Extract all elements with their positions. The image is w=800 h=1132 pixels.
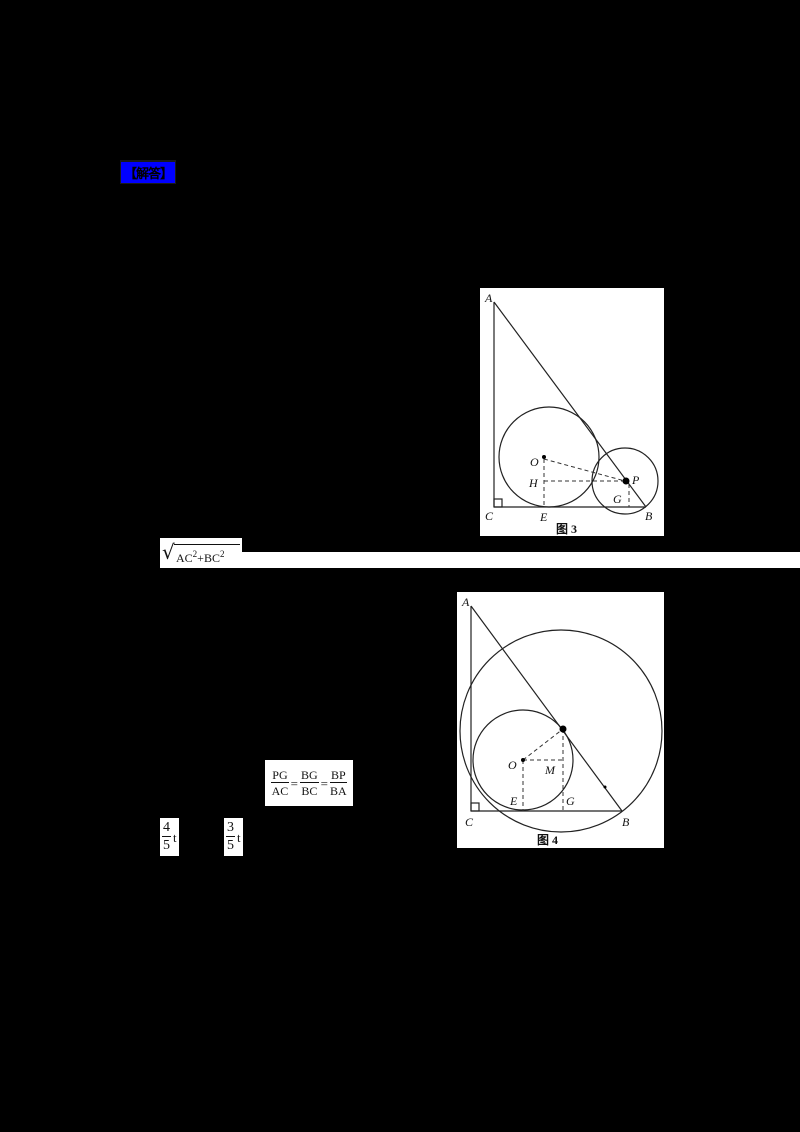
equals-sign: = (290, 775, 298, 791)
label-a: A (484, 291, 493, 305)
label-e: E (509, 794, 518, 808)
label-g: G (613, 492, 622, 506)
label-o: O (508, 758, 517, 772)
label-b: B (645, 509, 653, 523)
figure-3: A C E B O H P G 图 3 (480, 288, 664, 536)
figure-4-caption: 图 4 (537, 833, 558, 847)
label-c: C (485, 509, 494, 523)
label-o: O (530, 455, 539, 469)
figure-4: A C E G B O M 图 4 (457, 592, 664, 848)
answer-label-text: 【解答】 (120, 161, 175, 183)
label-h: H (528, 476, 539, 490)
radicand: AC2+BC2 (176, 549, 225, 565)
figure-3-caption: 图 3 (556, 522, 577, 536)
answer-label: 【解答】 (120, 160, 176, 184)
equals-sign: = (320, 775, 328, 791)
label-a: A (461, 595, 470, 609)
radical-sign: √ (162, 540, 175, 564)
page-strip (160, 552, 800, 568)
figure-3-diagram: A C E B O H P G 图 3 (484, 291, 659, 536)
sqrt-formula: √ AC2+BC2 (160, 538, 242, 568)
label-m: M (544, 763, 556, 777)
figure-4-diagram: A C E G B O M 图 4 (459, 595, 663, 847)
radical-bar (174, 544, 240, 545)
label-p: P (631, 473, 640, 487)
label-c: C (465, 815, 474, 829)
label-e: E (539, 510, 548, 524)
label-b: B (622, 815, 630, 829)
label-g: G (566, 794, 575, 808)
